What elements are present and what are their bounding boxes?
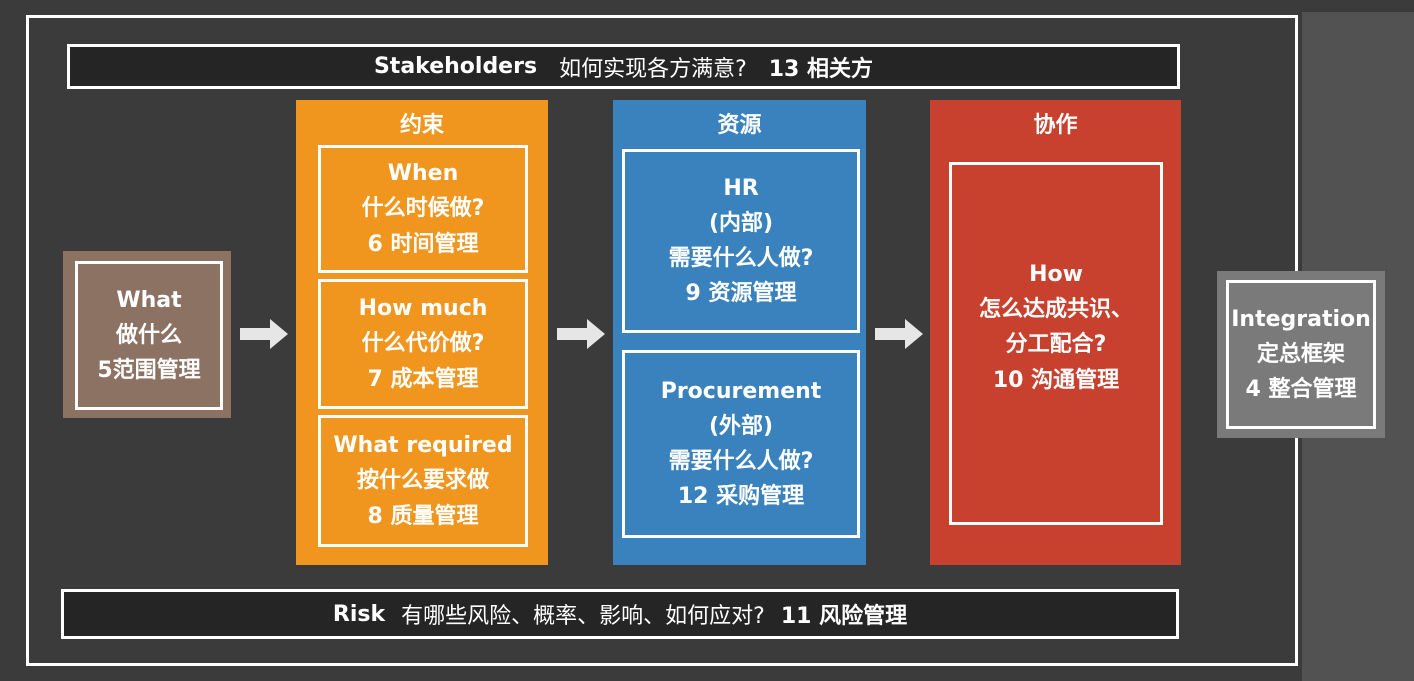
procurement-line-2: (外部) [708, 413, 774, 439]
scope-inner: What 做什么 5范围管理 [75, 261, 223, 410]
integration-inner: Integration 定总框架 4 整合管理 [1226, 280, 1376, 429]
constraints-title: 约束 [399, 113, 444, 138]
resources-title: 资源 [717, 113, 762, 138]
hr-box: HR (内部) 需要什么人做? 9 资源管理 [622, 149, 860, 333]
scope-line-3: 5范围管理 [97, 358, 201, 384]
scope-line-2: 做什么 [115, 322, 182, 348]
risk-title: Risk [332, 601, 386, 627]
when-line-1: When [387, 161, 459, 187]
scope-box: What 做什么 5范围管理 [63, 251, 231, 418]
hr-line-4: 9 资源管理 [685, 281, 797, 307]
integration-line-1: Integration [1231, 306, 1371, 332]
collaboration-title: 协作 [1033, 113, 1078, 138]
integration-box: Integration 定总框架 4 整合管理 [1217, 271, 1385, 438]
how-line-4: 10 沟通管理 [992, 367, 1120, 393]
constraints-column: 约束 When 什么时候做? 6 时间管理 How much 什么代价做? 7 … [296, 100, 548, 565]
procurement-line-4: 12 采购管理 [677, 484, 805, 510]
risk-banner: Risk 有哪些风险、概率、影响、如何应对? 11 风险管理 [61, 589, 1179, 639]
how-line-2: 怎么达成共识、 [978, 297, 1133, 323]
when-line-3: 6 时间管理 [367, 231, 479, 257]
scope-line-1: What [116, 287, 182, 313]
how-box: How 怎么达成共识、 分工配合? 10 沟通管理 [949, 162, 1163, 525]
stakeholders-title: Stakeholders [373, 54, 538, 79]
how-much-line-2: 什么代价做? [361, 331, 485, 357]
integration-line-3: 4 整合管理 [1245, 377, 1357, 403]
risk-label: 11 风险管理 [780, 604, 908, 629]
hr-line-1: HR [723, 175, 759, 201]
when-box: When 什么时候做? 6 时间管理 [318, 145, 528, 273]
what-required-box: What required 按什么要求做 8 质量管理 [318, 415, 528, 547]
procurement-line-1: Procurement [660, 378, 822, 404]
how-much-box: How much 什么代价做? 7 成本管理 [318, 279, 528, 409]
arrow-right-icon [557, 319, 605, 349]
hr-line-2: (内部) [708, 210, 774, 236]
what-required-line-1: What required [333, 433, 513, 459]
stakeholders-banner: Stakeholders 如何实现各方满意? 13 相关方 [67, 44, 1180, 89]
what-required-line-2: 按什么要求做 [356, 468, 489, 494]
arrow-right-icon [875, 319, 923, 349]
how-much-line-3: 7 成本管理 [367, 366, 479, 392]
procurement-line-3: 需要什么人做? [668, 449, 814, 474]
hr-line-3: 需要什么人做? [668, 246, 814, 271]
what-required-line-3: 8 质量管理 [367, 503, 479, 529]
how-line-1: How [1029, 262, 1083, 287]
collaboration-column: 协作 How 怎么达成共识、 分工配合? 10 沟通管理 [930, 100, 1181, 565]
procurement-box: Procurement (外部) 需要什么人做? 12 采购管理 [622, 350, 860, 538]
integration-line-2: 定总框架 [1256, 341, 1345, 367]
how-much-line-1: How much [358, 296, 488, 322]
when-line-2: 什么时候做? [361, 196, 485, 222]
arrow-right-icon [240, 319, 288, 349]
stakeholders-question: 如何实现各方满意? [559, 56, 747, 82]
risk-question: 有哪些风险、概率、影响、如何应对? [401, 604, 765, 629]
how-line-3: 分工配合? [1005, 332, 1107, 358]
resources-column: 资源 HR (内部) 需要什么人做? 9 资源管理 Procurement (外… [613, 100, 866, 565]
stakeholders-label: 13 相关方 [768, 56, 874, 82]
